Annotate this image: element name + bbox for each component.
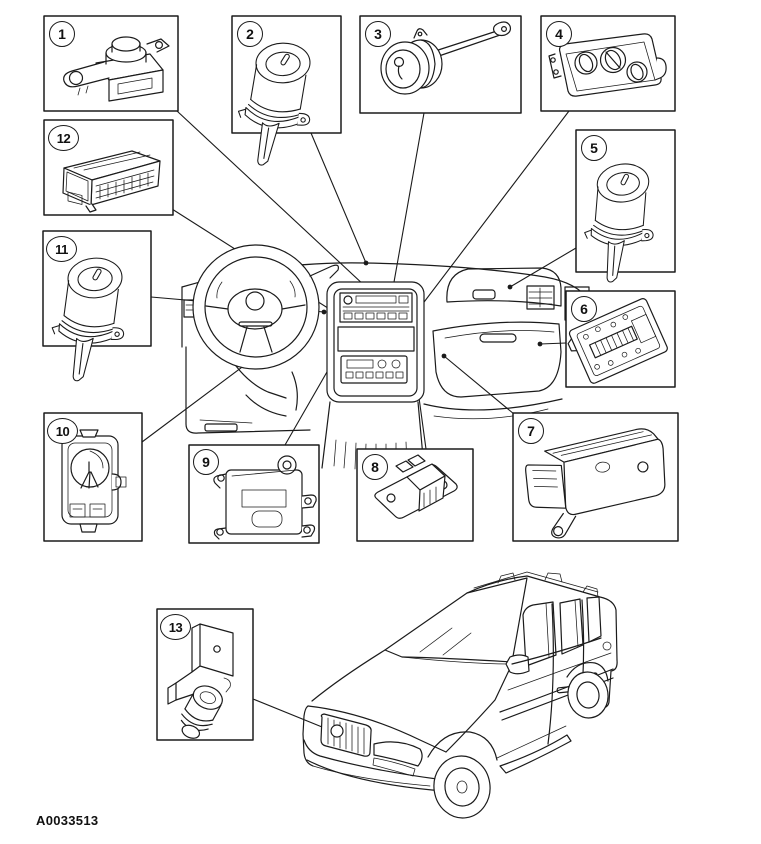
steering-wheel: [192, 244, 320, 370]
callout-label: 5: [590, 140, 598, 156]
callout-number-2: 2: [237, 21, 263, 47]
part-illustration-12: [62, 150, 161, 213]
steering-column: [235, 264, 339, 417]
callout-label: 11: [55, 241, 68, 257]
windshield: [384, 577, 528, 663]
right-center-vent: [526, 285, 555, 310]
callout-number-10: 10: [47, 418, 78, 444]
front-wheel: [427, 731, 498, 819]
callout-label: 4: [555, 26, 563, 42]
callout-label: 1: [58, 26, 66, 42]
callout-number-13: 13: [160, 614, 191, 640]
leader-line-2: [310, 132, 369, 266]
knee-bolster: [185, 346, 311, 434]
callout-label: 6: [580, 301, 588, 317]
front-door-window: [522, 601, 557, 667]
callout-label: 12: [56, 130, 71, 146]
vehicle-illustration: [302, 571, 618, 819]
callout-number-9: 9: [193, 449, 219, 475]
fender-line: [445, 663, 513, 753]
rear-wheel: [566, 661, 609, 719]
radio-unit: [339, 292, 413, 323]
callout-number-5: 5: [581, 135, 607, 161]
callout-number-3: 3: [365, 21, 391, 47]
callout-number-1: 1: [49, 21, 75, 47]
beltline: [511, 637, 602, 665]
quarter-window: [586, 596, 602, 643]
part-illustration-13: [167, 623, 234, 739]
roof-line: [466, 575, 618, 661]
leader-line-6: [537, 341, 567, 347]
turn-signal: [372, 757, 416, 777]
callout-label: 7: [527, 423, 535, 439]
callout-number-6: 6: [571, 296, 597, 322]
leader-line-3: [388, 112, 425, 302]
leader-line-13: [252, 698, 330, 732]
callout-label: 8: [371, 459, 379, 475]
leader-line-5: [507, 247, 577, 290]
roof-rack-rail: [473, 571, 599, 593]
grille: [320, 713, 372, 757]
lower-dash-edge: [423, 398, 563, 411]
part-illustration-10: [61, 429, 127, 533]
rear-door-window: [559, 598, 584, 655]
headlight: [373, 741, 423, 767]
part-illustration-7: [525, 428, 666, 539]
fuel-door: [602, 641, 612, 651]
glove-box: [432, 321, 562, 398]
part-illustration-9: [213, 455, 317, 540]
center-stack: [321, 281, 425, 471]
grille-emblem: [330, 724, 344, 738]
callout-label: 9: [202, 454, 210, 470]
callout-label: 3: [374, 26, 382, 42]
dashboard-illustration: [181, 244, 591, 471]
callout-label: 13: [168, 619, 183, 635]
callout-number-12: 12: [48, 125, 79, 151]
callout-number-8: 8: [362, 454, 388, 480]
part-illustration-8: [374, 454, 458, 519]
callout-number-7: 7: [518, 418, 544, 444]
running-board: [499, 734, 572, 774]
callout-number-4: 4: [546, 21, 572, 47]
passenger-airbag-panel: [446, 267, 562, 307]
leader-line-7: [441, 353, 515, 415]
hood-left-edge: [311, 649, 386, 702]
side-mirror: [505, 654, 530, 675]
part-illustration-6: [567, 298, 668, 384]
callout-label: 10: [55, 423, 70, 439]
climate-control-unit: [340, 355, 408, 384]
callout-number-11: 11: [46, 236, 77, 262]
front-door-cut: [547, 603, 554, 745]
figure-code: A0033513: [36, 813, 99, 828]
front-corner: [302, 705, 314, 767]
center-vent-grille: [337, 326, 415, 352]
part-illustration-1: [63, 36, 170, 102]
callout-label: 2: [246, 26, 254, 42]
part-illustration-3: [380, 21, 512, 95]
hood-front-edge: [307, 705, 447, 753]
